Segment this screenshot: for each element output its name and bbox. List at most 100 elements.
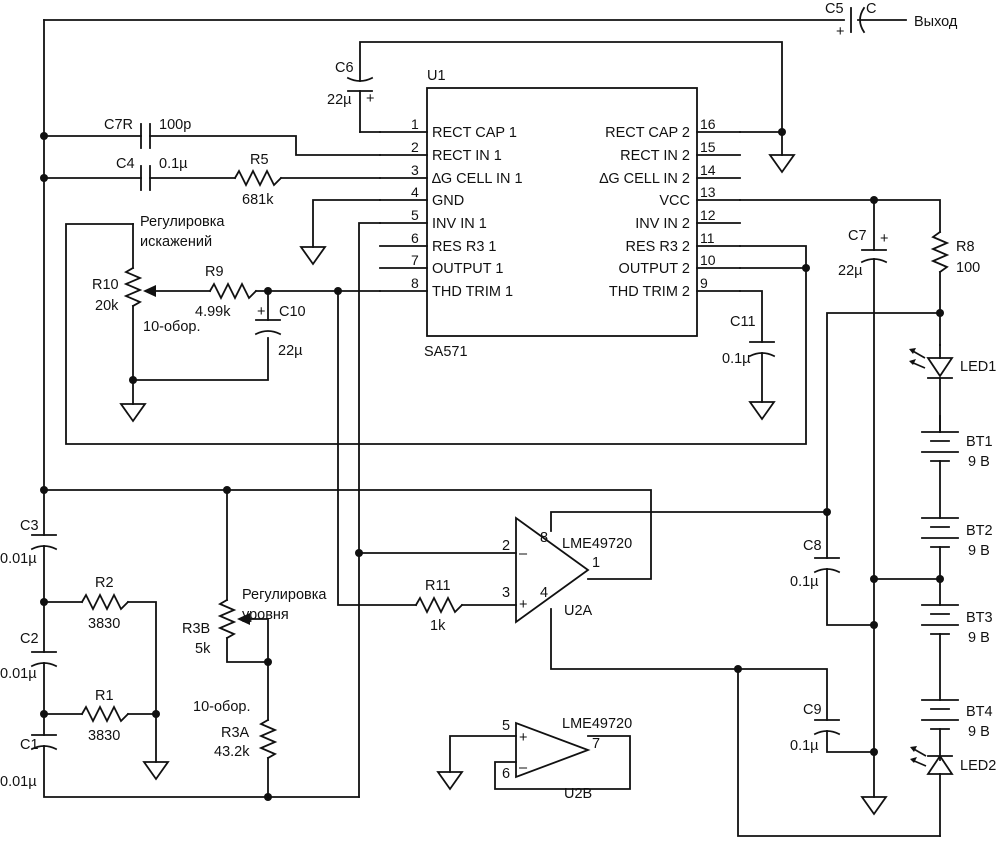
- r10-ref: R10: [92, 277, 119, 293]
- c2-ref: C2: [20, 631, 39, 647]
- r2-value: 3830: [88, 616, 120, 632]
- u1-pin-3-name: ∆G CELL IN 1: [432, 171, 523, 187]
- u1-pin-12-num: 12: [700, 207, 716, 223]
- u2b-pin-7: 7: [592, 736, 600, 752]
- u2a-part: LME49720: [562, 536, 632, 552]
- output-label: Выход: [914, 14, 958, 30]
- junction: [802, 264, 810, 272]
- u1-ic: U1 SA571 1 2 3 4 5 6 7 8 RECT CAP 1 RECT…: [379, 68, 741, 360]
- u1-pin-10-num: 10: [700, 252, 716, 268]
- r5-ref: R5: [250, 152, 269, 168]
- c2-value: 0.01µ: [0, 666, 37, 682]
- u1-pin-13-name: VCC: [659, 193, 690, 209]
- u2a-plus: +: [519, 597, 527, 613]
- c10-value: 22µ: [278, 343, 303, 359]
- c4-ref: C4: [116, 156, 135, 172]
- u2a-pin-4: 4: [540, 585, 548, 601]
- bt3-value: 9 В: [968, 630, 990, 646]
- level-control: Регулировка уровня R3B 5k 10-обор. R3A 4…: [182, 489, 327, 798]
- c9-capacitor: C9 0.1µ: [734, 665, 875, 754]
- u1-pin-15-name: RECT IN 2: [620, 148, 690, 164]
- pin4-ground: [299, 199, 381, 266]
- r10-value: 20k: [95, 298, 119, 314]
- c7-plus: +: [880, 231, 888, 247]
- c1-ref: C1: [20, 737, 39, 753]
- u1-pin-8-name: THD TRIM 1: [432, 284, 513, 300]
- u1-pin-9-num: 9: [700, 275, 708, 291]
- u1-pin-9-name: THD TRIM 2: [609, 284, 690, 300]
- distortion-label-1: Регулировка: [140, 214, 225, 230]
- c7r-capacitor: C7R 100p: [43, 117, 381, 156]
- u2b-opamp: + – 5 6 7 LME49720 U2B: [436, 716, 632, 802]
- c5-plus: +: [836, 24, 844, 40]
- c8-ref: C8: [803, 538, 822, 554]
- r5-value: 681k: [242, 192, 274, 208]
- power-section: C7 22µ + R8 100 LED1 BT1 9 В: [737, 196, 996, 837]
- c9-value: 0.1µ: [790, 738, 819, 754]
- r9-ref: R9: [205, 264, 224, 280]
- c3-value: 0.01µ: [0, 551, 37, 567]
- c5-output: C5 C + Выход: [43, 1, 958, 40]
- c7-value: 22µ: [838, 263, 863, 279]
- r8-value: 100: [956, 260, 980, 276]
- r1-ref: R1: [95, 688, 114, 704]
- r3b-value: 5k: [195, 641, 211, 657]
- u2b-ref: U2B: [564, 786, 592, 802]
- twin-t-network: C3 0.01µ C2 0.01µ C1 0.01µ R2 3830 R1 38…: [0, 489, 360, 801]
- c8-value: 0.1µ: [790, 574, 819, 590]
- u2a-pin-1: 1: [592, 555, 600, 571]
- c7r-ref: C7R: [104, 117, 133, 133]
- bt2-value: 9 В: [968, 543, 990, 559]
- c7-ref: C7: [848, 228, 867, 244]
- c6-value: 22µ: [327, 92, 352, 108]
- u1-pin-2-num: 2: [411, 139, 419, 155]
- r10-note: 10-обор.: [143, 319, 200, 335]
- u1-pin-5-num: 5: [411, 207, 419, 223]
- u2b-pin-6: 6: [502, 766, 510, 782]
- r11-value: 1k: [430, 618, 446, 634]
- c11-value: 0.1µ: [722, 351, 751, 367]
- u1-pin-6-num: 6: [411, 230, 419, 246]
- r3b-note: 10-обор.: [193, 699, 250, 715]
- bt3-ref: BT3: [966, 610, 993, 626]
- u1-pin-7-name: OUTPUT 1: [432, 261, 503, 277]
- u1-pin-6-name: RES R3 1: [432, 239, 496, 255]
- led2-ref: LED2: [960, 758, 996, 774]
- u2b-pin-5: 5: [502, 718, 510, 734]
- u1-pin-1-num: 1: [411, 116, 419, 132]
- c3-ref: C3: [20, 518, 39, 534]
- u2a-pin-3: 3: [502, 585, 510, 601]
- r1-value: 3830: [88, 728, 120, 744]
- u1-pin-2-name: RECT IN 1: [432, 148, 502, 164]
- level-label-1: Регулировка: [242, 587, 327, 603]
- level-label-2: уровня: [242, 607, 289, 623]
- u1-pin-5-name: INV IN 1: [432, 216, 487, 232]
- u1-pin-12-name: INV IN 2: [635, 216, 690, 232]
- u1-pin-4-num: 4: [411, 184, 419, 200]
- r2-ref: R2: [95, 575, 114, 591]
- c10-ref: C10: [279, 304, 306, 320]
- led1-ref: LED1: [960, 359, 996, 375]
- u1-pin-3-num: 3: [411, 162, 419, 178]
- u1-pin-14-name: ∆G CELL IN 2: [599, 171, 690, 187]
- c5-value: C: [866, 1, 876, 17]
- u1-ref: U1: [427, 68, 446, 84]
- u1-pin-4-name: GND: [432, 193, 464, 209]
- bt4-value: 9 В: [968, 724, 990, 740]
- r8-ref: R8: [956, 239, 975, 255]
- pin16-ground: [739, 128, 796, 174]
- u1-pin-16-num: 16: [700, 116, 716, 132]
- bt1-value: 9 В: [968, 454, 990, 470]
- c7r-value: 100p: [159, 117, 191, 133]
- c4-r5: C4 0.1µ R5 681k: [43, 152, 381, 208]
- c6-plus: +: [366, 91, 374, 107]
- r11-ref: R11: [425, 578, 451, 594]
- u2a-pin-8: 8: [540, 530, 548, 546]
- bt2-ref: BT2: [966, 523, 993, 539]
- u2a-ref: U2A: [564, 603, 593, 619]
- r3b-ref: R3B: [182, 621, 210, 637]
- u2b-part: LME49720: [562, 716, 632, 732]
- c1-value: 0.01µ: [0, 774, 37, 790]
- r3a-ref: R3A: [221, 725, 250, 741]
